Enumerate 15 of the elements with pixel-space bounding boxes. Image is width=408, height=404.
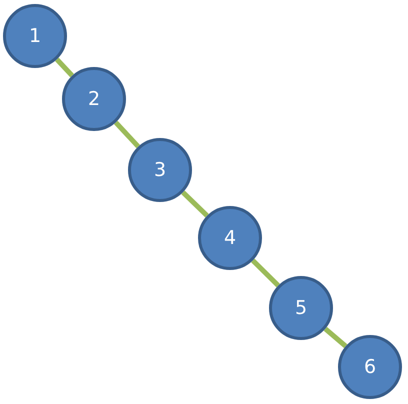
connector-line [324,326,348,348]
node-number: 4 [224,228,236,248]
node-number: 3 [154,160,166,180]
tree-node-circle [128,138,192,202]
connector-line [181,190,209,218]
connector-line [114,120,140,148]
tree-node-circle [198,206,262,270]
connector-line [251,258,280,288]
node-number: 6 [364,358,376,376]
connector-line [55,58,74,78]
node-number: 1 [28,26,42,46]
tree-node-circle [269,276,333,340]
node-number: 5 [294,298,308,318]
tree-node-circle [62,67,126,131]
node-number: 2 [88,90,100,108]
